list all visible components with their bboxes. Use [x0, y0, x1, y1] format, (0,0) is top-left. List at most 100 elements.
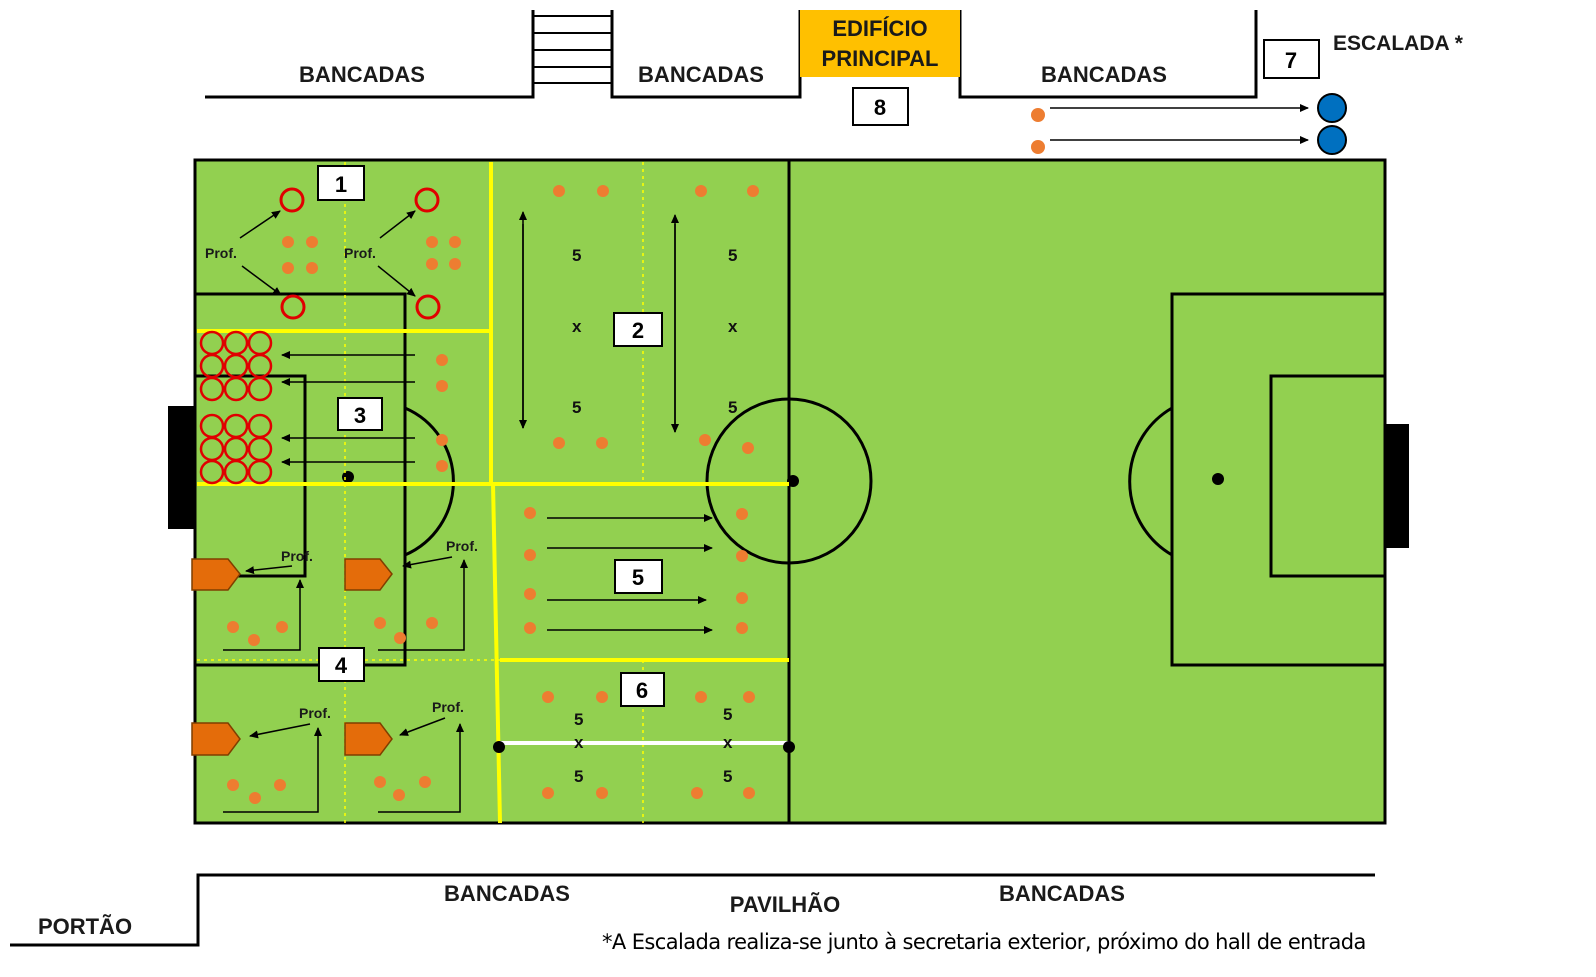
player-marker	[306, 262, 318, 274]
count-five: 5	[723, 767, 732, 786]
station-3: 3	[199, 330, 448, 485]
player-marker	[524, 622, 536, 634]
player-marker	[1031, 108, 1045, 122]
mini-goal	[344, 722, 393, 756]
station-1-label: 1	[335, 172, 347, 197]
player-marker	[524, 507, 536, 519]
stands-label-top-center: BANCADAS	[638, 62, 764, 87]
player-marker	[736, 622, 748, 634]
teacher-label: Prof.	[432, 699, 464, 715]
pavilion-label: PAVILHÃO	[730, 892, 840, 917]
player-marker	[542, 787, 554, 799]
target-ring	[223, 376, 249, 402]
stands-label-top-right: BANCADAS	[1041, 62, 1167, 87]
stands-label-bottom-left: BANCADAS	[444, 881, 570, 906]
station-5-box	[614, 559, 663, 594]
gate-label: PORTÃO	[38, 914, 132, 939]
penalty-spot-right	[1212, 473, 1224, 485]
stands-label-bottom-right: BANCADAS	[999, 881, 1125, 906]
player-marker	[743, 691, 755, 703]
player-marker	[436, 354, 448, 366]
climbing-group	[1031, 93, 1347, 155]
station-6: 6 5 5 x x 5 5	[542, 672, 755, 799]
mini-goal	[191, 722, 241, 756]
goal-left	[168, 406, 195, 529]
teacher-label: Prof.	[205, 245, 237, 261]
station-7-box	[1263, 39, 1320, 79]
target-ring	[247, 376, 273, 402]
player-marker	[282, 262, 294, 274]
player-marker	[274, 779, 286, 791]
player-marker	[596, 437, 608, 449]
stairs	[533, 15, 612, 84]
player-marker	[426, 258, 438, 270]
penalty-arc-right	[1128, 406, 1173, 557]
player-marker	[393, 789, 405, 801]
count-five: 5	[728, 398, 737, 417]
cross-marker: x	[728, 317, 738, 336]
player-marker	[227, 779, 239, 791]
station-1-box	[317, 165, 365, 201]
target-ring	[414, 187, 440, 213]
player-marker	[436, 380, 448, 392]
player-marker	[306, 236, 318, 248]
player-marker	[553, 185, 565, 197]
count-five: 5	[574, 710, 583, 729]
player-marker	[736, 508, 748, 520]
goal-right	[1385, 424, 1409, 548]
teacher-label: Prof.	[344, 245, 376, 261]
station-6-box	[620, 672, 665, 707]
player-marker	[699, 434, 711, 446]
stand-wall-top-left	[205, 10, 535, 99]
player-marker	[524, 588, 536, 600]
player-marker	[276, 621, 288, 633]
player-marker	[227, 621, 239, 633]
player-marker	[596, 691, 608, 703]
main-building-label-2: PRINCIPAL	[822, 46, 939, 71]
player-marker	[449, 236, 461, 248]
station-1: 1 Prof. Prof.	[205, 165, 461, 320]
target-ring	[247, 459, 273, 485]
player-marker	[553, 437, 565, 449]
target-ring	[199, 376, 225, 402]
count-five: 5	[572, 398, 581, 417]
count-five: 5	[574, 767, 583, 786]
center-circle	[705, 397, 873, 565]
station-2-box	[613, 312, 663, 347]
player-marker	[436, 460, 448, 472]
target-ring	[199, 459, 225, 485]
pitch-markings	[193, 160, 1387, 823]
station-8-box	[852, 87, 909, 126]
station-5-label: 5	[632, 565, 644, 590]
player-marker	[419, 776, 431, 788]
stand-wall-bottom	[10, 873, 1375, 947]
zone-lines	[197, 162, 789, 824]
player-marker	[596, 787, 608, 799]
station-2-label: 2	[632, 318, 644, 343]
player-marker	[747, 185, 759, 197]
line-endpoint	[493, 741, 505, 753]
station-4-box	[318, 647, 365, 682]
player-marker	[1031, 140, 1045, 154]
teacher-label: Prof.	[299, 705, 331, 721]
player-marker	[542, 691, 554, 703]
target-ring	[279, 187, 305, 213]
mini-goal	[344, 558, 393, 591]
player-marker	[736, 592, 748, 604]
station-4-label: 4	[335, 653, 348, 678]
climb-marker	[1317, 93, 1347, 123]
player-marker	[449, 258, 461, 270]
player-marker	[436, 434, 448, 446]
player-marker	[597, 185, 609, 197]
player-marker	[742, 442, 754, 454]
stands-label-top-left: BANCADAS	[299, 62, 425, 87]
cross-marker: x	[723, 733, 733, 752]
station-6-label: 6	[636, 678, 648, 703]
cross-marker: x	[572, 317, 582, 336]
station-4: 4 Prof. Prof. Prof. Prof.	[191, 538, 478, 813]
player-marker	[426, 236, 438, 248]
center-spot	[787, 475, 799, 487]
main-building	[800, 10, 960, 77]
player-marker	[524, 549, 536, 561]
